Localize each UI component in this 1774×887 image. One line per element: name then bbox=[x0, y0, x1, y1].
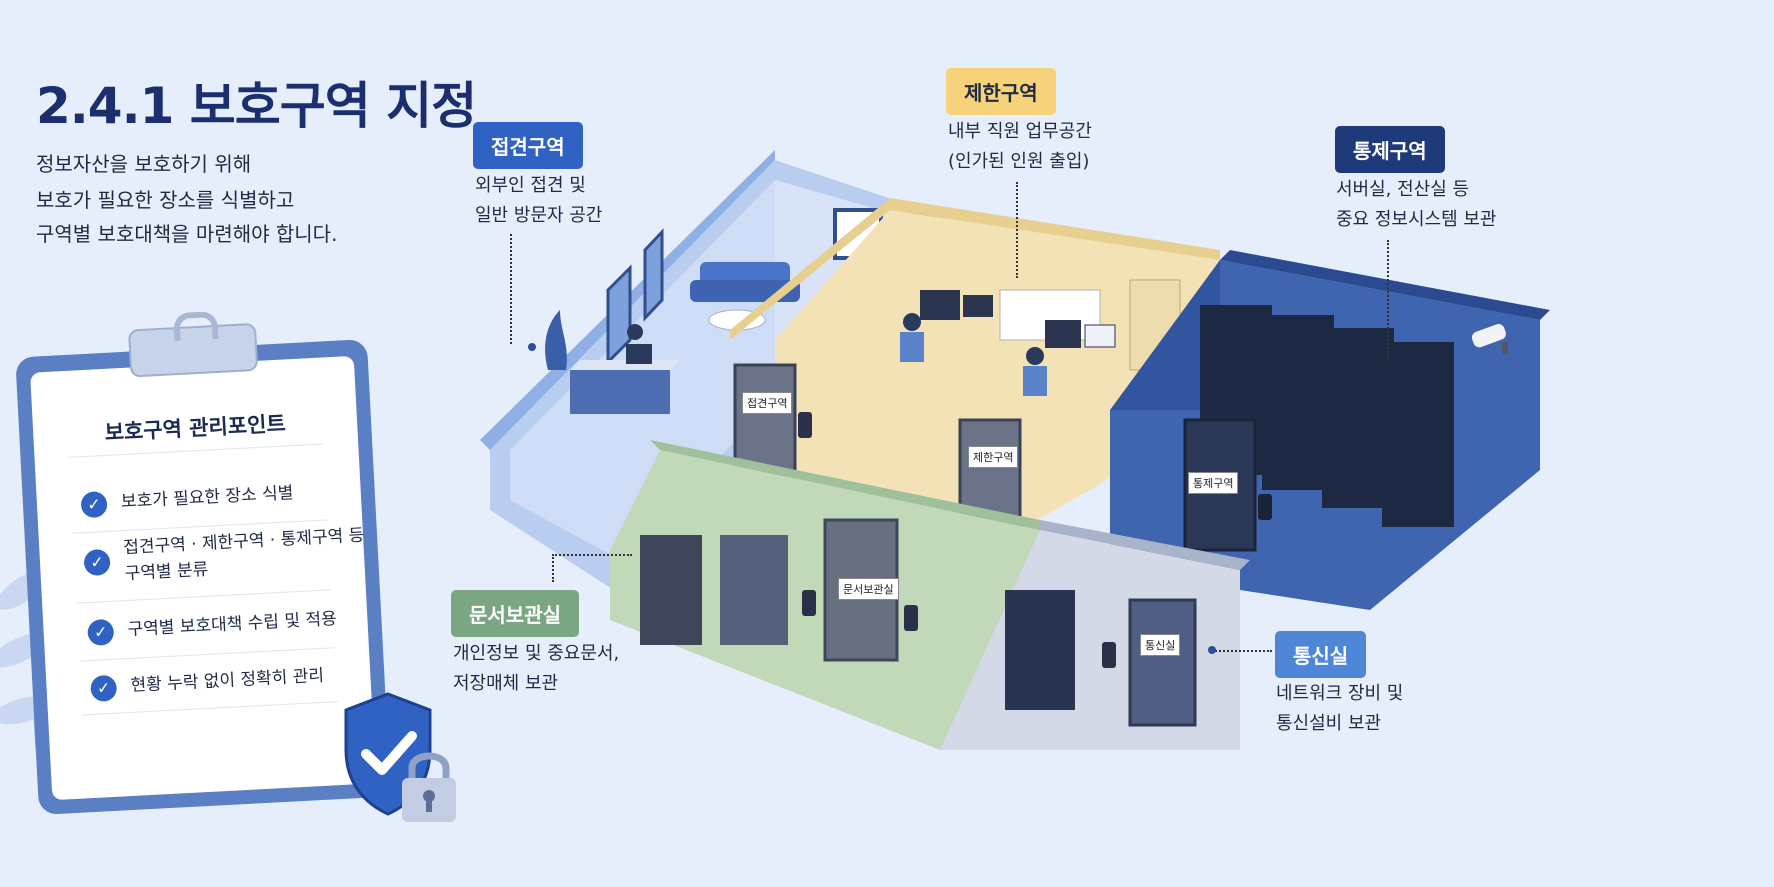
lock-icon bbox=[402, 752, 456, 822]
zone-desc-controlled-2: 중요 정보시스템 보관 bbox=[1336, 209, 1497, 230]
zone-label-restricted: 제한구역 bbox=[946, 68, 1056, 115]
binder-shelf bbox=[720, 535, 788, 645]
leader-line bbox=[1212, 650, 1272, 652]
controlled-room bbox=[1110, 250, 1550, 610]
zone-desc-archive-2: 저장매체 보관 bbox=[453, 673, 559, 694]
zone-label-comms: 통신실 bbox=[1275, 631, 1367, 678]
server-rack-icon bbox=[1005, 590, 1075, 710]
zone-desc-reception-2: 일반 방문자 공간 bbox=[475, 205, 603, 226]
plant bbox=[545, 310, 567, 370]
intro-line-2: 보호가 필요한 장소를 식별하고 bbox=[36, 188, 295, 212]
monitor bbox=[963, 295, 993, 317]
card-reader-icon bbox=[802, 590, 816, 616]
checklist-clipboard: 보호구역 관리포인트 ✓ 보호가 필요한 장소 식별 ✓ 접견구역 · 제한구역… bbox=[15, 310, 391, 815]
window bbox=[606, 264, 632, 366]
file-cabinet bbox=[640, 535, 702, 645]
checklist-item-1: 보호가 필요한 장소 식별 bbox=[120, 483, 294, 513]
leader-line bbox=[1016, 182, 1018, 278]
divider bbox=[79, 647, 335, 662]
card-reader-icon bbox=[904, 605, 918, 631]
reception-desk bbox=[570, 370, 670, 414]
checklist-item-3: 구역별 보호대책 수립 및 적용 bbox=[127, 609, 338, 641]
door-sign-controlled: 통제구역 bbox=[1188, 472, 1239, 494]
door-sign-comms: 통신실 bbox=[1140, 634, 1181, 656]
zone-desc-controlled-1: 서버실, 전산실 등 bbox=[1336, 179, 1470, 200]
comms-room bbox=[940, 520, 1250, 750]
leader-dot bbox=[528, 343, 536, 351]
zone-label-controlled: 통제구역 bbox=[1335, 126, 1445, 173]
zone-label-archive: 문서보관실 bbox=[451, 590, 579, 637]
door-sign-archive: 문서보관실 bbox=[838, 578, 899, 600]
page-title: 2.4.1 보호구역 지정 bbox=[36, 77, 477, 135]
door-icon bbox=[1128, 598, 1197, 727]
leader-line bbox=[510, 234, 512, 344]
intro-line-1: 정보자산을 보호하기 위해 bbox=[36, 152, 252, 176]
card-reader-icon bbox=[798, 412, 812, 438]
check-icon: ✓ bbox=[83, 548, 111, 577]
door-icon bbox=[733, 363, 797, 477]
zone-desc-restricted-2: (인가된 인원 출입) bbox=[948, 151, 1090, 172]
archive-room bbox=[610, 440, 1040, 750]
card-reader-icon bbox=[1102, 642, 1116, 668]
monitor bbox=[920, 290, 960, 320]
door-sign-restricted: 제한구역 bbox=[968, 446, 1019, 468]
check-icon: ✓ bbox=[90, 674, 118, 703]
zone-desc-comms-1: 네트워크 장비 및 bbox=[1276, 683, 1404, 704]
employee bbox=[903, 313, 921, 331]
leader-line bbox=[552, 554, 554, 582]
card-reader-icon bbox=[1258, 494, 1272, 520]
building-floorplan bbox=[480, 150, 1550, 750]
monitor bbox=[1045, 320, 1081, 348]
leader-line bbox=[1387, 240, 1389, 360]
zone-label-reception: 접견구역 bbox=[473, 122, 583, 169]
zone-desc-comms-2: 통신설비 보관 bbox=[1276, 713, 1382, 734]
check-icon: ✓ bbox=[87, 618, 115, 647]
leader-dot bbox=[1208, 646, 1216, 654]
clipboard-paper: 보호구역 관리포인트 ✓ 보호가 필요한 장소 식별 ✓ 접견구역 · 제한구역… bbox=[30, 355, 377, 801]
leader-line bbox=[552, 554, 632, 556]
check-icon: ✓ bbox=[80, 490, 108, 519]
employee bbox=[1026, 347, 1044, 365]
divider bbox=[82, 701, 338, 716]
checklist-item-2-line-2: 구역별 분류 bbox=[124, 559, 209, 585]
receptionist bbox=[627, 324, 643, 340]
intro-line-3: 구역별 보호대책을 마련해야 합니다. bbox=[36, 222, 338, 246]
zone-desc-restricted-1: 내부 직원 업무공간 bbox=[948, 121, 1092, 142]
zone-desc-reception-1: 외부인 접견 및 bbox=[475, 175, 586, 196]
checklist-item-4: 현황 누락 없이 정확히 관리 bbox=[130, 665, 325, 696]
cctv-camera-icon bbox=[1471, 324, 1508, 354]
divider bbox=[76, 589, 332, 604]
clipboard-ring bbox=[173, 310, 219, 342]
zone-desc-archive-1: 개인정보 및 중요문서, bbox=[453, 643, 620, 664]
door-sign-reception: 접견구역 bbox=[742, 392, 793, 414]
